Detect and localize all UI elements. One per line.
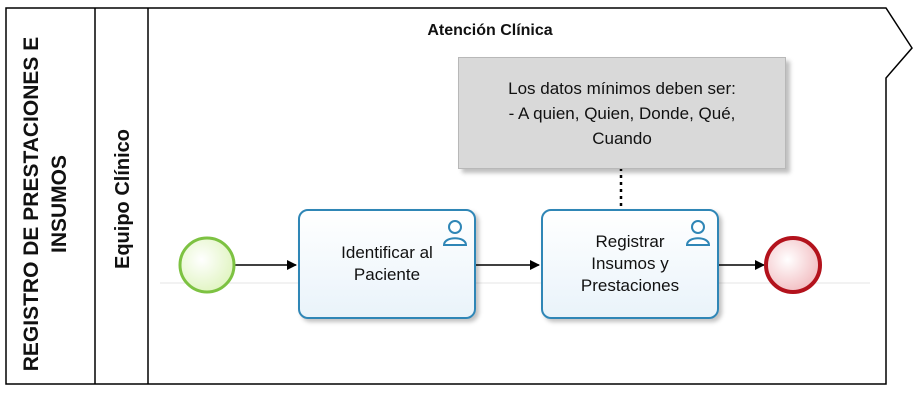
task-label-line2: Paciente [353,265,421,284]
task-label: Identificar al Paciente [308,211,466,317]
text-annotation: Los datos mínimos deben ser: - A quien, … [458,57,786,169]
annotation-line1: Los datos mínimos deben ser: [508,78,736,98]
pool-title: REGISTRO DE PRESTACIONES E INSUMOS [16,24,76,384]
pool-title-line2: INSUMOS [48,155,71,254]
task-label-line1: Registrar [595,232,665,251]
task-identificar-paciente[interactable]: Identificar al Paciente [298,209,476,319]
start-event [178,236,236,294]
phase-title: Atención Clínica [427,22,553,39]
task-label-line2: Insumos y [591,254,669,273]
task-label: Registrar Insumos y Prestaciones [551,211,709,317]
lane-title: Equipo Clínico [112,129,134,269]
user-task-icon [685,220,711,246]
end-event [764,236,822,294]
pool-title-line1: REGISTRO DE PRESTACIONES E [20,36,43,372]
user-task-icon [442,220,468,246]
task-registrar-insumos[interactable]: Registrar Insumos y Prestaciones [541,209,719,319]
annotation-line2: - A quien, Quien, Donde, Qué, [508,103,736,123]
task-label-line3: Prestaciones [580,276,680,295]
annotation-line3: Cuando [592,128,652,148]
task-label-line1: Identificar al [341,243,433,262]
